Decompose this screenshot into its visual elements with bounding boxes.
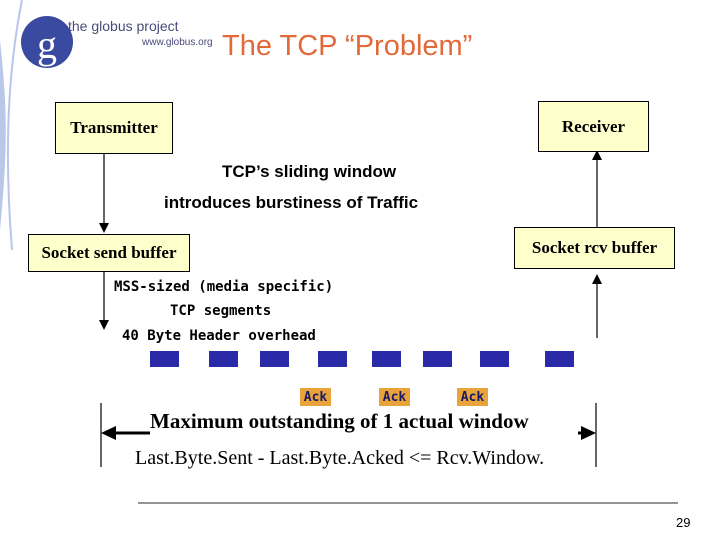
tcp-segment [318, 351, 347, 367]
segments-line3: 40 Byte Header overhead [122, 328, 316, 344]
send-buffer-label: Socket send buffer [41, 243, 177, 262]
page-number: 29 [676, 515, 691, 530]
tcp-segment [150, 351, 179, 367]
receiver-arrow-head [592, 150, 602, 160]
send-buffer-arrow-head [99, 320, 109, 330]
swoosh-stroke-decoration [6, 0, 23, 251]
transmitter-label: Transmitter [70, 118, 158, 137]
sliding-window-line1: TCP’s sliding window [222, 162, 397, 181]
window-caption: Maximum outstanding of 1 actual window [150, 409, 529, 433]
slide-title: The TCP “Problem” [222, 30, 473, 62]
ack-badge: Ack [379, 388, 410, 406]
sliding-window-line2: introduces burstiness of Traffic [164, 193, 419, 212]
logo-url: www.globus.org [142, 37, 213, 48]
transmitter-box: Transmitter [55, 102, 173, 154]
ack-badge: Ack [457, 388, 488, 406]
tcp-segment [545, 351, 574, 367]
segments-line1: MSS-sized (media specific) [114, 279, 334, 295]
logo-name: the globus project [68, 18, 179, 34]
ack-badge: Ack [300, 388, 331, 406]
tcp-segment [372, 351, 401, 367]
segments-line2: TCP segments [170, 303, 272, 319]
tcp-segment [209, 351, 238, 367]
globus-logo-glyph: g [37, 22, 57, 67]
transmitter-arrow-head [99, 223, 109, 233]
swoosh-decoration [0, 40, 6, 230]
rcv-buffer-box: Socket rcv buffer [514, 227, 675, 269]
globus-logo-circle [21, 16, 73, 68]
tcp-segment [260, 351, 289, 367]
window-formula: Last.Byte.Sent - Last.Byte.Acked <= Rcv.… [135, 447, 545, 469]
receiver-label: Receiver [561, 116, 626, 136]
send-buffer-box: Socket send buffer [28, 234, 190, 272]
window-arrow-head-right [581, 426, 596, 440]
tcp-segment [480, 351, 509, 367]
window-arrow-head-left [101, 426, 116, 440]
tcp-segment [423, 351, 452, 367]
receiver-box: Receiver [538, 101, 649, 152]
rcv-buffer-label: Socket rcv buffer [531, 238, 658, 257]
rcv-buffer-arrow-head [592, 274, 602, 284]
